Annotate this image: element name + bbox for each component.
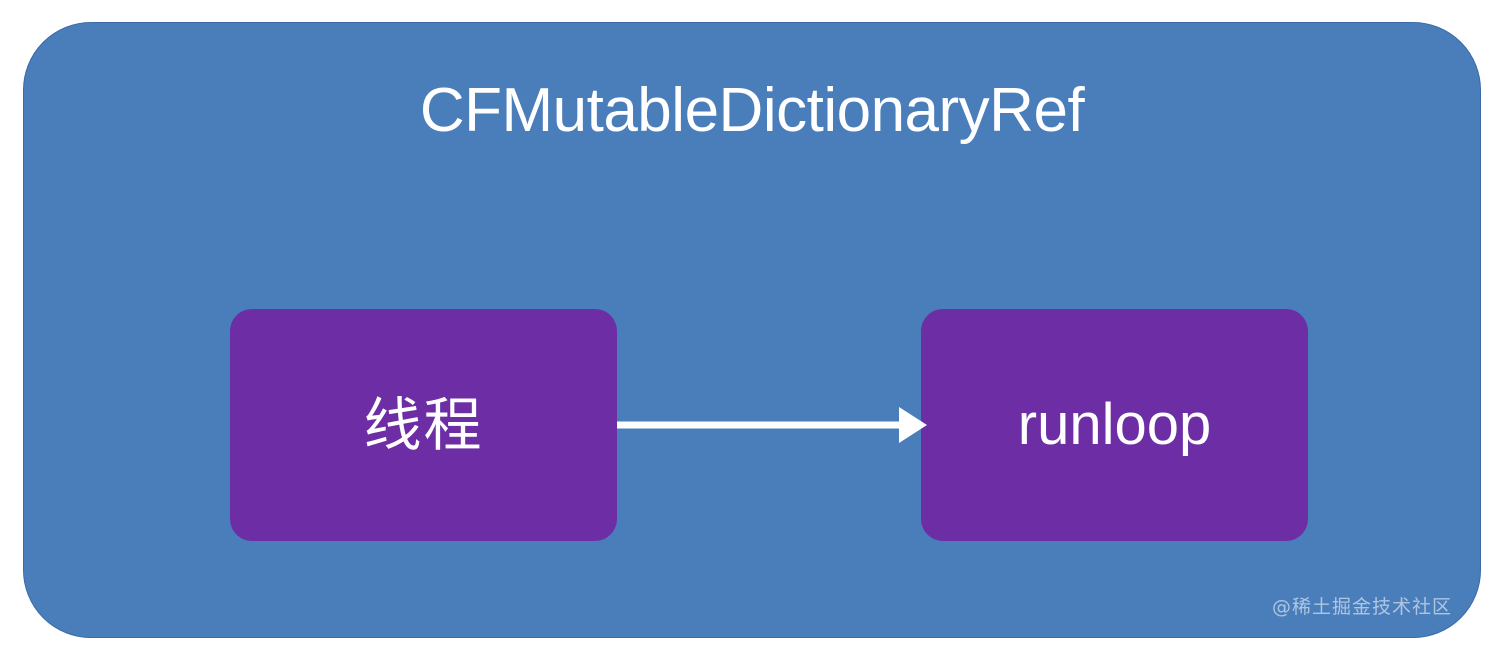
node-thread[interactable]: 线程 (230, 309, 617, 541)
node-thread-label: 线程 (363, 391, 484, 459)
node-runloop-label: runloop (1017, 392, 1212, 457)
watermark: @稀土掘金技术社区 (1271, 596, 1452, 618)
node-runloop[interactable]: runloop (921, 309, 1308, 541)
arrow-thread-to-runloop (617, 407, 927, 443)
cfmutabledictionaryref-container: CFMutableDictionaryRef 线程 runloop @稀土掘金技… (23, 22, 1481, 638)
container-title: CFMutableDictionaryRef (419, 76, 1085, 145)
